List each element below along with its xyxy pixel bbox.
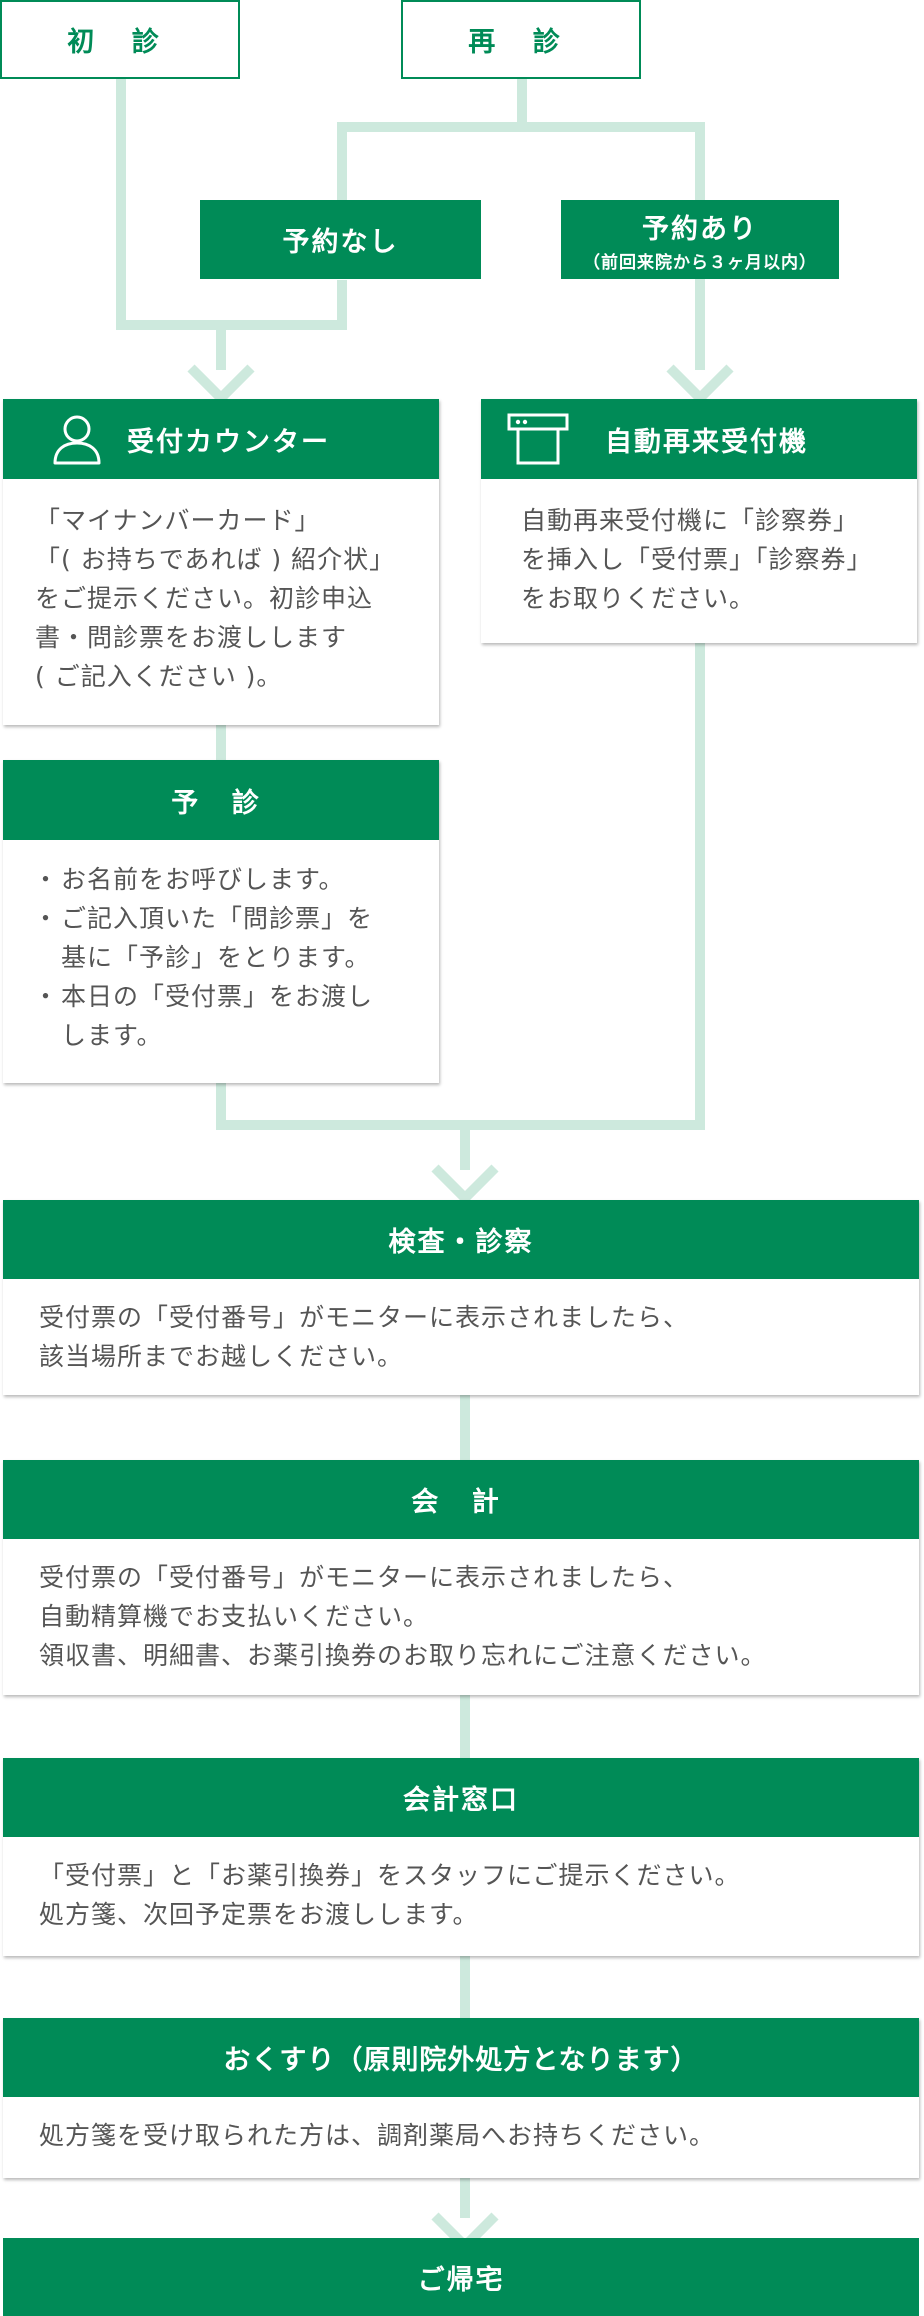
connector-shoshin	[116, 77, 226, 370]
auto-reception-machine-card: 自動再来受付機 自動再来受付機に「診察券」 を挿入し「受付票」「診察券」 をお取…	[481, 399, 917, 643]
step-medicine-title: おくすり（原則院外処方となります）	[223, 2045, 699, 2076]
saishin-label: 再 診	[468, 27, 574, 58]
bullet-line: 本日の「受付票」をお渡し	[61, 982, 374, 1011]
counter-line: ( ご記入ください )。	[35, 662, 283, 691]
kiosk-icon	[507, 413, 569, 465]
yoshin-header: 予 診	[3, 760, 439, 840]
step-line: 該当場所までお越しください。	[39, 1342, 404, 1371]
step-accounting-body: 受付票の「受付番号」がモニターに表示されましたら、 自動精算機でお支払いください…	[3, 1539, 919, 1675]
reception-counter-header: 受付カウンター	[3, 399, 439, 479]
shoshin-box: 初 診	[0, 0, 240, 79]
step-line: 処方箋、次回予定票をお渡しします。	[39, 1900, 479, 1929]
yoshin-title: 予 診	[171, 787, 271, 819]
bullet-mark: ・	[32, 982, 59, 1011]
step-line: 自動精算機でお支払いください。	[39, 1602, 430, 1631]
machine-line: 自動再来受付機に「診察券」	[521, 506, 860, 535]
connector-machine-merge	[465, 643, 705, 1130]
counter-line: 書・問診票をお渡しします	[35, 623, 348, 652]
step-line: 処方箋を受け取られた方は、調剤薬局へお持ちください。	[39, 2121, 716, 2150]
machine-line: をお取りください。	[521, 584, 756, 613]
counter-line: をご提示ください。初診申込	[35, 584, 374, 613]
step-exam-body: 受付票の「受付番号」がモニターに表示されましたら、 該当場所までお越しください。	[3, 1279, 919, 1376]
no-reservation-label: 予約なし	[282, 227, 399, 258]
yoshin-card: 予 診 ・ お名前をお呼びします。 ・ ご記入頂いた「問診票」を 基に「予診」を…	[3, 760, 439, 1083]
yoshin-bullet: ・ お名前をお呼びします。	[31, 860, 439, 899]
final-title: ご帰宅	[417, 2264, 505, 2296]
auto-reception-body: 自動再来受付機に「診察券」 を挿入し「受付票」「診察券」 をお取りください。	[481, 479, 917, 618]
arrow-head-exam	[431, 1164, 499, 1206]
bullet-line: 基に「予診」をとります。	[61, 943, 371, 972]
bullet-line: お名前をお呼びします。	[61, 865, 345, 894]
saishin-box: 再 診	[401, 0, 641, 79]
step-accounting-header: 会 計	[3, 1460, 919, 1539]
connector-yoshin-merge	[216, 1083, 470, 1170]
step-accounting-window-card: 会計窓口 「受付票」と「お薬引換券」をスタッフにご提示ください。 処方箋、次回予…	[3, 1758, 919, 1956]
yoshin-bullet: ・ 本日の「受付票」をお渡し します。	[31, 977, 439, 1055]
arrow-head-machine	[666, 364, 734, 406]
counter-line: 「( お持ちであれば ) 紹介状」	[35, 545, 396, 574]
yoshin-body: ・ お名前をお呼びします。 ・ ご記入頂いた「問診票」を 基に「予診」をとります…	[3, 840, 439, 1055]
bullet-mark: ・	[32, 904, 59, 933]
bullet-line: します。	[61, 1021, 163, 1050]
step-exam-card: 検査・診察 受付票の「受付番号」がモニターに表示されましたら、 該当場所までお越…	[3, 1200, 919, 1395]
reservation-note: （前回来院から３ヶ月以内）	[583, 252, 817, 273]
connector-saishin-right	[522, 122, 705, 200]
step-accounting-card: 会 計 受付票の「受付番号」がモニターに表示されましたら、 自動精算機でお支払い…	[3, 1460, 919, 1695]
reception-counter-card: 受付カウンター 「マイナンバーカード」 「( お持ちであれば ) 紹介状」 をご…	[3, 399, 439, 725]
machine-line: を挿入し「受付票」「診察券」	[521, 545, 873, 574]
step-medicine-header: おくすり（原則院外処方となります）	[3, 2018, 919, 2097]
no-reservation-box: 予約なし	[200, 200, 481, 279]
step-line: 「受付票」と「お薬引換券」をスタッフにご提示ください。	[39, 1861, 741, 1890]
auto-reception-header: 自動再来受付機	[481, 399, 917, 479]
reservation-label: 予約あり	[642, 213, 758, 245]
counter-line: 「マイナンバーカード」	[35, 506, 321, 535]
bullet-mark: ・	[32, 865, 59, 894]
step-medicine-card: おくすり（原則院外処方となります） 処方箋を受け取られた方は、調剤薬局へお持ちく…	[3, 2018, 919, 2178]
reception-counter-title: 受付カウンター	[127, 426, 330, 458]
step-line: 領収書、明細書、お薬引換券のお取り忘れにご注意ください。	[39, 1641, 767, 1670]
arrow-head-counter	[187, 364, 255, 406]
step-exam-header: 検査・診察	[3, 1200, 919, 1279]
yoshin-bullet: ・ ご記入頂いた「問診票」を 基に「予診」をとります。	[31, 899, 439, 977]
step-accounting-window-title: 会計窓口	[403, 1785, 519, 1816]
step-accounting-title: 会 計	[411, 1487, 511, 1518]
step-medicine-body: 処方箋を受け取られた方は、調剤薬局へお持ちください。	[3, 2097, 919, 2155]
step-exam-title: 検査・診察	[388, 1227, 534, 1258]
reception-counter-body: 「マイナンバーカード」 「( お持ちであれば ) 紹介状」 をご提示ください。初…	[3, 479, 439, 696]
person-icon	[53, 415, 101, 465]
step-accounting-window-body: 「受付票」と「お薬引換券」をスタッフにご提示ください。 処方箋、次回予定票をお渡…	[3, 1837, 919, 1934]
step-line: 受付票の「受付番号」がモニターに表示されましたら、	[39, 1303, 690, 1332]
reservation-box: 予約あり （前回来院から３ヶ月以内）	[561, 200, 839, 279]
shoshin-label: 初 診	[67, 27, 173, 58]
step-line: 受付票の「受付番号」がモニターに表示されましたら、	[39, 1563, 690, 1592]
auto-reception-title: 自動再来受付機	[605, 426, 808, 458]
connector-no-reservation	[221, 280, 347, 330]
bullet-line: ご記入頂いた「問診票」を	[61, 904, 374, 933]
step-accounting-window-header: 会計窓口	[3, 1758, 919, 1837]
final-go-home-box: ご帰宅	[3, 2238, 919, 2316]
connector-saishin-split	[337, 77, 527, 200]
